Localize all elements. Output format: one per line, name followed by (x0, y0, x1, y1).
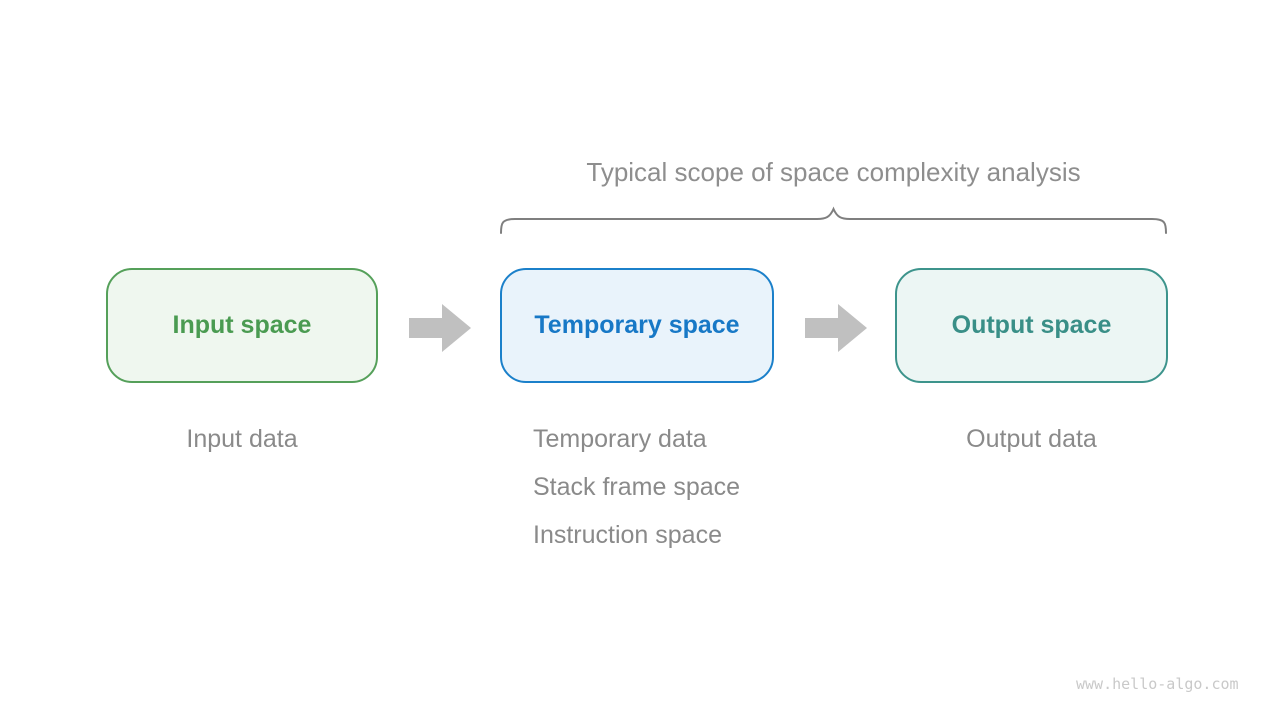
watermark-url: www.hello-algo.com (1076, 675, 1239, 693)
caption-line: Input data (186, 425, 298, 453)
input-space-label: Input space (172, 311, 312, 339)
curly-brace-icon (500, 206, 1167, 234)
right-arrow-icon (805, 304, 867, 352)
input-space-node: Input space (106, 268, 378, 383)
caption-line: Output data (966, 425, 1097, 453)
output-space-node: Output space (895, 268, 1168, 383)
scope-title: Typical scope of space complexity analys… (586, 157, 1081, 187)
temporary-space-node: Temporary space (500, 268, 774, 383)
output-space-caption: Output data (895, 415, 1168, 463)
temporary-space-label: Temporary space (534, 311, 740, 339)
temporary-space-caption: Temporary data Stack frame space Instruc… (533, 415, 740, 559)
caption-line: Temporary data (533, 425, 707, 453)
caption-line: Stack frame space (533, 473, 741, 501)
caption-line: Instruction space (533, 521, 722, 549)
right-arrow-icon (409, 304, 471, 352)
input-space-caption: Input data (106, 415, 378, 463)
output-space-label: Output space (951, 311, 1112, 339)
